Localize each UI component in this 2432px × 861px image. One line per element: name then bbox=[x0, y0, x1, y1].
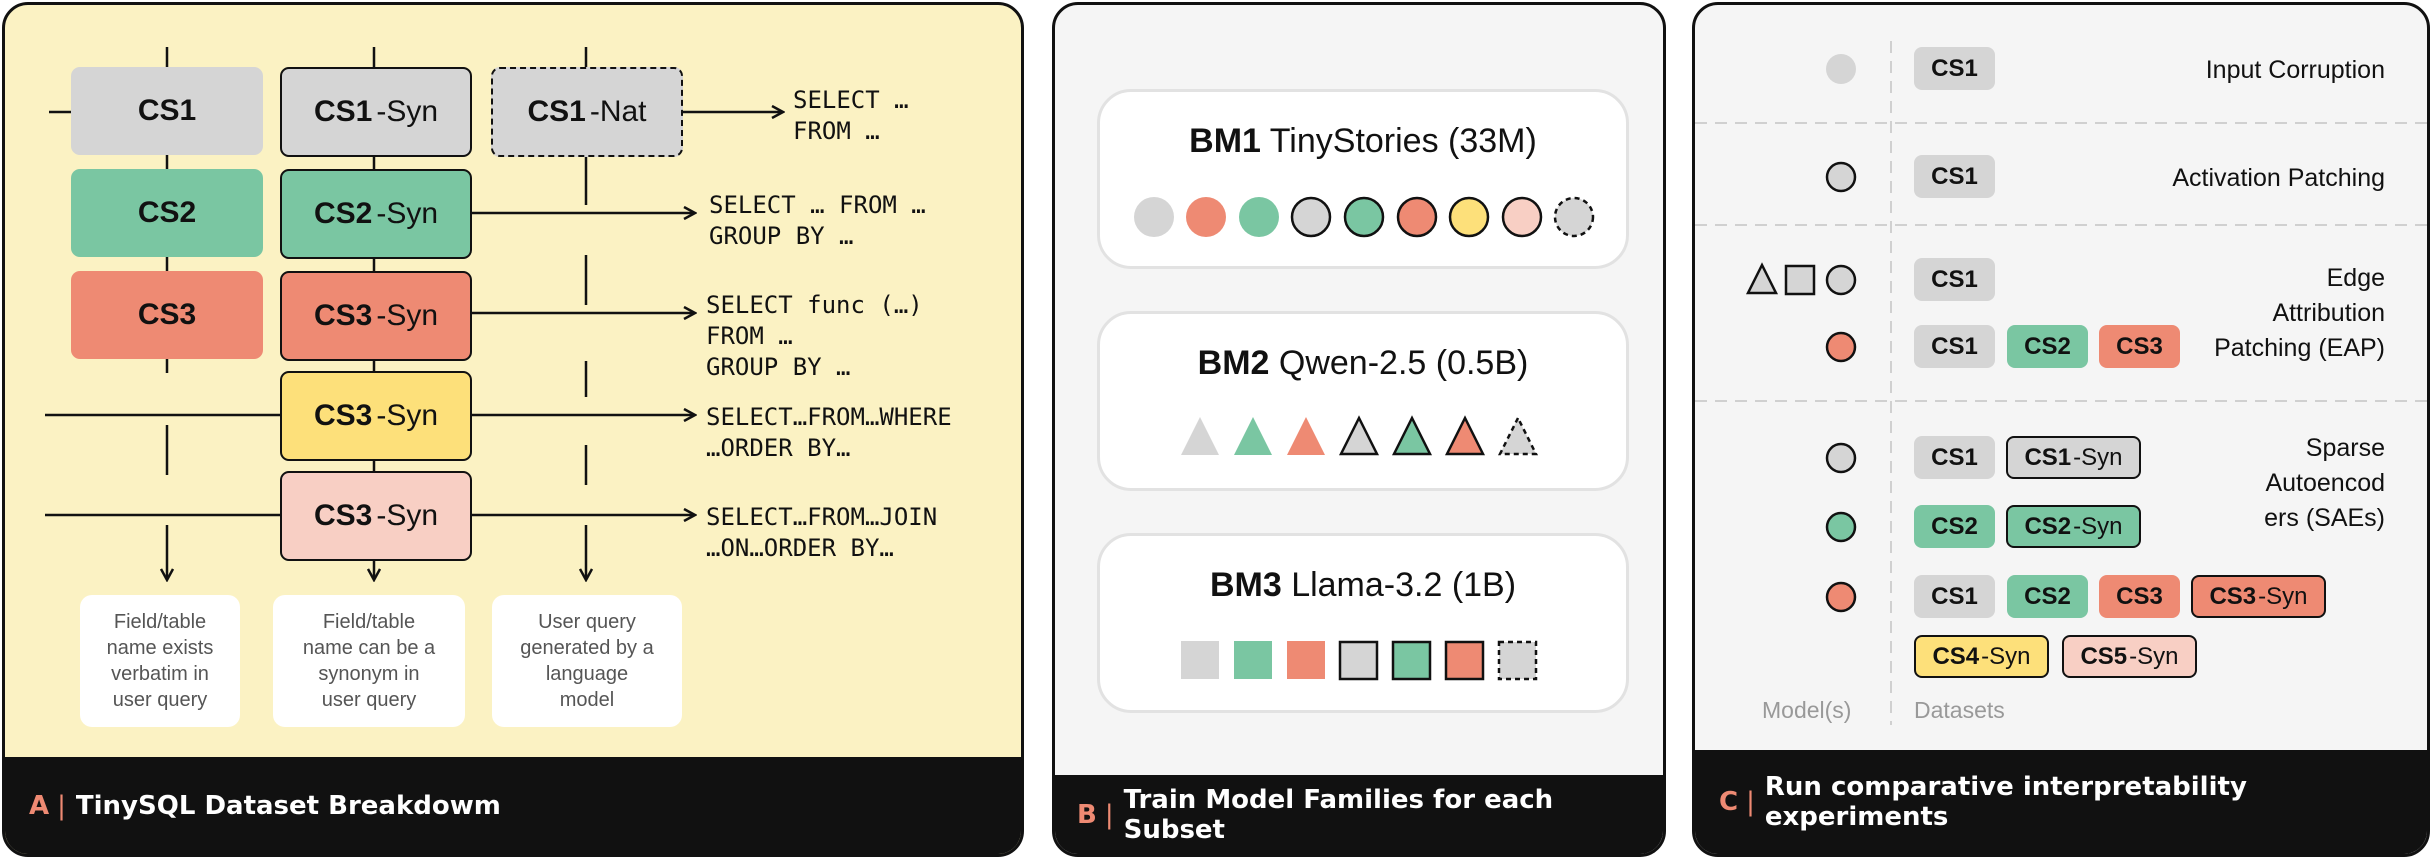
axis-label-datasets: Datasets bbox=[1914, 697, 2005, 723]
tag-sae-cs1-syn: CS1-Syn bbox=[2006, 436, 2141, 479]
ap-gray-circle bbox=[1825, 161, 1857, 193]
tag-eap-cs1-b: CS1 bbox=[1914, 325, 1995, 368]
tag-sae-cs4-syn: CS4-Syn bbox=[1914, 635, 2049, 678]
panel-a-dataset-breakdown: CS1 CS1-Syn CS1-Nat CS2 CS2-Syn CS3 CS3-… bbox=[2, 2, 1024, 857]
method-sae: Sparse Autoencod ers (SAEs) bbox=[2264, 434, 2385, 532]
panel-c-grid-lines bbox=[1695, 41, 2427, 725]
tag-ap-cs1: CS1 bbox=[1914, 155, 1995, 198]
panel-b-model-families: BM1 TinyStories (33M) BM2 Qwen-2.5 (0.5B… bbox=[1052, 2, 1666, 857]
sql-example-2: SELECT … FROM … GROUP BY … bbox=[709, 191, 926, 250]
ic-gray-circle bbox=[1826, 54, 1856, 84]
tag-sae-cs2-b: CS2 bbox=[2007, 575, 2088, 618]
tag-sae-cs1: CS1 bbox=[1914, 436, 1995, 479]
bm1-circle-markers bbox=[1134, 196, 1595, 238]
tag-sae-cs3-syn: CS3-Syn bbox=[2191, 575, 2326, 618]
model-title-bm1: BM1 TinyStories (33M) bbox=[1189, 122, 1537, 160]
box-cs3: CS3 bbox=[71, 271, 263, 359]
box-cs1-nat: CS1-Nat bbox=[491, 67, 683, 157]
tag-sae-cs2: CS2 bbox=[1914, 505, 1995, 548]
bm2-triangle-markers bbox=[1181, 415, 1539, 456]
method-activation-patching: Activation Patching bbox=[2172, 164, 2385, 192]
panel-c-caption: C|Run comparative interpretability exper… bbox=[1695, 750, 2427, 854]
panel-c-interpretability-experiments: CS1 Input Corruption CS1 Activation Patc… bbox=[1692, 2, 2430, 857]
box-cs1: CS1 bbox=[71, 67, 263, 155]
tag-sae-cs5-syn: CS5-Syn bbox=[2062, 635, 2197, 678]
box-cs2-syn: CS2-Syn bbox=[280, 169, 472, 259]
model-title-bm3: BM3 Llama-3.2 (1B) bbox=[1209, 566, 1517, 604]
box-cs3-syn: CS3-Syn bbox=[280, 271, 472, 361]
box-cs3-syn-pink: CS3-Syn bbox=[280, 471, 472, 561]
model-card-bm1: BM1 TinyStories (33M) bbox=[1097, 89, 1629, 269]
model-card-bm2: BM2 Qwen-2.5 (0.5B) bbox=[1097, 311, 1629, 491]
tag-eap-cs2: CS2 bbox=[2007, 325, 2088, 368]
model-title-bm2: BM2 Qwen-2.5 (0.5B) bbox=[1197, 344, 1529, 382]
description-syn: Field/table name can be a synonym in use… bbox=[273, 595, 465, 727]
bm3-square-markers bbox=[1181, 640, 1538, 681]
axis-label-models: Model(s) bbox=[1762, 697, 1852, 723]
panel-b-caption: B|Train Model Families for each Subset bbox=[1055, 775, 1663, 854]
panel-a-connector-lines bbox=[45, 47, 1024, 765]
sql-example-3: SELECT func (…) FROM … GROUP BY … bbox=[706, 291, 923, 381]
tag-ic-cs1: CS1 bbox=[1914, 47, 1995, 90]
sql-example-5: SELECT…FROM…JOIN …ON…ORDER BY… bbox=[706, 503, 938, 562]
sql-example-1: SELECT … FROM … bbox=[793, 86, 909, 145]
box-cs2: CS2 bbox=[71, 169, 263, 257]
description-nat: User query generated by a language model bbox=[492, 595, 682, 727]
box-cs3-syn-yellow: CS3-Syn bbox=[280, 371, 472, 461]
box-cs1-syn: CS1-Syn bbox=[280, 67, 472, 157]
tag-eap-cs1: CS1 bbox=[1914, 258, 1995, 301]
tag-sae-cs2-syn: CS2-Syn bbox=[2006, 505, 2141, 548]
description-cs: Field/table name exists verbatim in user… bbox=[80, 595, 240, 727]
method-eap: Edge Attribution Patching (EAP) bbox=[2214, 264, 2385, 362]
tag-sae-cs3: CS3 bbox=[2099, 575, 2180, 618]
method-input-corruption: Input Corruption bbox=[2205, 56, 2385, 84]
model-card-bm3: BM3 Llama-3.2 (1B) bbox=[1097, 533, 1629, 713]
tag-eap-cs3: CS3 bbox=[2099, 325, 2180, 368]
sql-example-4: SELECT…FROM…WHERE …ORDER BY… bbox=[706, 403, 952, 462]
panel-a-caption: A|TinySQL Dataset Breakdowm bbox=[5, 757, 1021, 854]
tag-sae-cs1-b: CS1 bbox=[1914, 575, 1995, 618]
